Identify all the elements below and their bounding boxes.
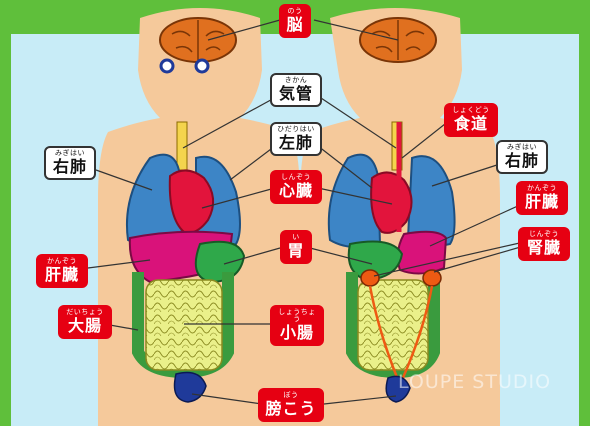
small-intestine-front [145,279,223,371]
label-stomach-ruby: い [292,233,300,241]
label-heart: しんぞう 心臓 [270,170,322,204]
label-liver-front-ruby: かんぞう [47,257,77,265]
label-kidney: じんぞう 腎臓 [518,227,570,261]
label-stomach-kanji: 胃 [287,241,305,260]
kidney-left [360,269,380,287]
label-liver-back-ruby: かんぞう [527,184,557,192]
ureters [368,285,434,381]
label-small-intestine-kanji: 小腸 [279,323,314,342]
label-brain: のう 脳 [279,4,311,38]
label-bladder: ぼう 膀こう [258,388,324,422]
label-large-intestine-kanji: 大腸 [67,316,102,335]
brain-left-group [159,17,237,63]
label-esophagus-kanji: 食道 [453,114,488,133]
label-brain-kanji: 脳 [286,15,304,34]
label-liver-back-kanji: 肝臓 [524,192,559,211]
label-large-intestine-ruby: だいちょう [66,308,104,316]
left-body [98,8,300,426]
label-liver-back: かんぞう 肝臓 [516,181,568,215]
label-left-lung-kanji: 左肺 [278,133,313,152]
label-esophagus: しょくどう 食道 [444,103,498,137]
label-trachea: きかん 気管 [270,73,322,107]
heart-front [168,169,215,234]
label-liver-front-kanji: 肝臓 [44,265,79,284]
label-small-intestine: しょうちょう 小腸 [270,305,324,346]
label-stomach: い 胃 [280,230,312,264]
label-right-lung-front: みぎはい 右肺 [44,146,96,180]
eyes [159,58,210,74]
label-liver-front: かんぞう 肝臓 [36,254,88,288]
label-left-lung-ruby: ひだりはい [277,125,315,133]
label-brain-ruby: のう [287,7,303,15]
label-right-lung-front-ruby: みぎはい [55,149,85,157]
label-esophagus-ruby: しょくどう [452,106,490,114]
label-right-lung-back-ruby: みぎはい [507,143,537,151]
label-trachea-ruby: きかん [284,76,308,84]
label-heart-kanji: 心臓 [278,181,313,200]
small-intestine-back [357,279,429,371]
kidney-right [422,269,442,287]
label-small-intestine-ruby: しょうちょう [278,308,316,323]
label-bladder-kanji: 膀こう [265,399,317,418]
label-bladder-ruby: ぼう [283,391,299,399]
label-left-lung: ひだりはい 左肺 [270,122,322,156]
label-right-lung-front-kanji: 右肺 [52,157,87,176]
label-trachea-kanji: 気管 [278,84,313,103]
bladder-back [385,375,411,403]
label-kidney-kanji: 腎臓 [526,238,561,257]
leader-lines [87,19,525,405]
label-heart-ruby: しんぞう [281,173,311,181]
label-right-lung-back: みぎはい 右肺 [496,140,548,174]
liver-back [396,230,448,275]
label-right-lung-back-kanji: 右肺 [504,151,539,170]
label-kidney-ruby: じんぞう [529,230,559,238]
watermark: LOUPE STUDIO [398,371,552,393]
heart-back [370,171,413,234]
label-large-intestine: だいちょう 大腸 [58,305,112,339]
right-body [300,8,500,426]
